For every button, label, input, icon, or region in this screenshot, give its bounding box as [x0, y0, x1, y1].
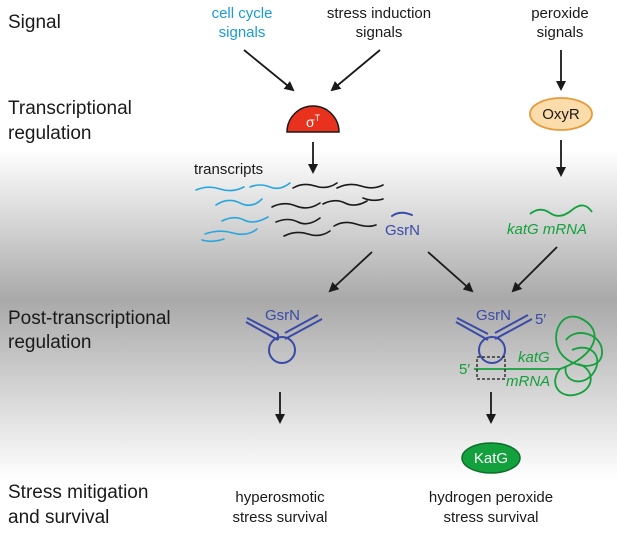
katg-mrna-strand [529, 204, 593, 217]
stage-label-transcriptional: Transcriptional [8, 98, 132, 119]
outcome-peroxide: hydrogen peroxide [429, 489, 553, 506]
gsrn-right-label: GsrN [476, 307, 511, 324]
outcome-peroxide-2: stress survival [443, 509, 538, 526]
gsrn-structure-left [245, 314, 323, 364]
sigma-t-label: σT [306, 113, 321, 130]
five-prime-left: 5′ [459, 361, 470, 378]
transcript-blue [201, 238, 225, 243]
sigma-t-factor [286, 105, 340, 133]
transcript-pool [195, 182, 413, 243]
transcript-blue [215, 198, 263, 207]
stage-label-signal: Signal [8, 12, 61, 33]
katg-mrna-label: katG mRNA [507, 221, 587, 238]
katg-bound-label: katG [518, 349, 550, 366]
oxyr-label: OxyR [542, 106, 580, 123]
transcript-black [283, 230, 331, 237]
stage-label-posttranscriptional: Post-transcriptional [8, 308, 171, 329]
arrow-stress-to-sigma [330, 49, 381, 92]
arrow-gsrn-to-right [427, 251, 474, 293]
transcript-black [292, 182, 338, 189]
stage-label-stress: Stress mitigation [8, 482, 148, 503]
outcome-hyperosmotic: hyperosmotic [235, 489, 325, 506]
transcript-gsrn [391, 211, 413, 217]
signal-stress-induction: stress induction [327, 5, 431, 22]
transcript-blue [249, 182, 291, 190]
transcripts-label: transcripts [194, 161, 263, 178]
gsrn-structure-right [455, 314, 533, 364]
transcript-black [275, 217, 321, 225]
stage-label-stress-2: and survival [8, 507, 109, 528]
transcript-black [271, 202, 321, 209]
signal-peroxide-2: signals [537, 24, 584, 41]
katg-protein-label: KatG [474, 450, 508, 467]
signal-peroxide: peroxide [531, 5, 589, 22]
outcome-hyperosmotic-2: stress survival [232, 509, 327, 526]
katg-mrna-bound [474, 315, 603, 397]
gsrn-transcript-label: GsrN [385, 222, 420, 239]
transcript-black [362, 197, 384, 202]
oxyr-factor [529, 97, 593, 131]
transcript-black [322, 199, 368, 206]
signal-stress-induction-2: signals [356, 24, 403, 41]
stage-label-transcriptional-2: regulation [8, 123, 91, 144]
transcript-black [336, 183, 384, 189]
gsrn-left-label: GsrN [265, 307, 300, 324]
transcript-blue [195, 186, 245, 192]
katg-protein [461, 442, 521, 474]
five-prime-top: 5′ [535, 311, 546, 328]
signal-cell-cycle: cell cycle [212, 5, 273, 22]
signal-cell-cycle-2: signals [219, 24, 266, 41]
mrna-bound-label: mRNA [506, 373, 550, 390]
transcript-black [333, 221, 377, 228]
arrow-cellcycle-to-sigma [243, 49, 295, 92]
transcript-blue [221, 216, 269, 223]
transcript-blue [204, 228, 258, 236]
arrow-katg-mrna-to-right [511, 246, 558, 293]
arrow-gsrn-to-left [328, 251, 373, 293]
stage-label-posttranscriptional-2: regulation [8, 332, 91, 353]
